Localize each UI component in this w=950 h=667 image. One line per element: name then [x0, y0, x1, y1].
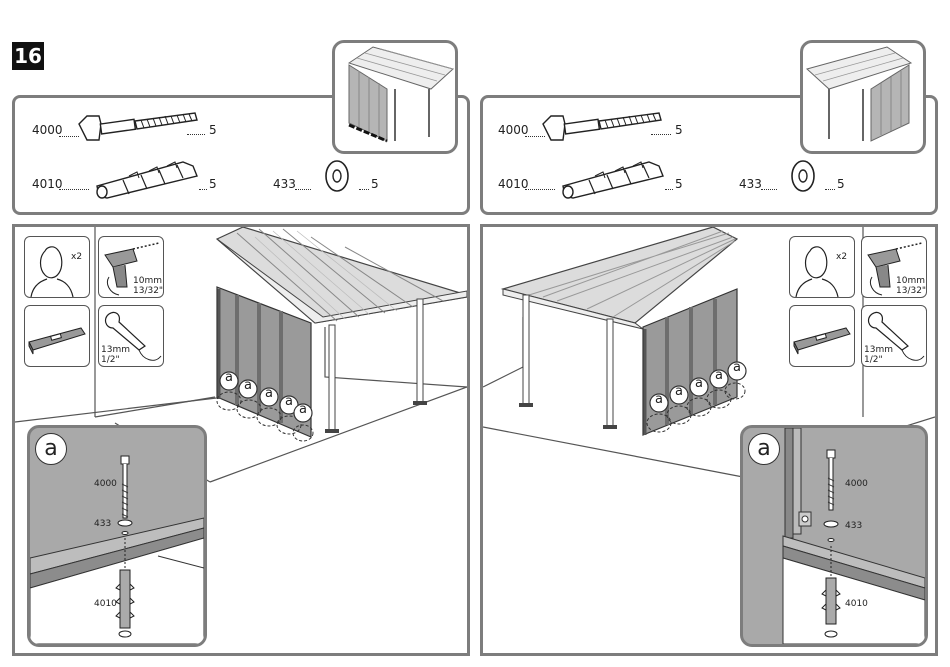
wrench-size-in: 1/2" — [101, 356, 120, 365]
leader-dots — [199, 189, 207, 190]
detail-anchor-code: 4010 — [845, 600, 868, 609]
anchor-code-label: 4010 — [498, 178, 529, 190]
level-tool-box — [789, 305, 855, 367]
two-person-icon — [25, 237, 89, 297]
anchor-qty: 5 — [209, 178, 217, 190]
detail-washer-code: 433 — [845, 522, 862, 531]
leader-dots — [665, 189, 673, 190]
two-person-tool-box: x2 — [789, 236, 855, 298]
washer-code-label: 433 — [273, 178, 296, 190]
leader-dots — [651, 134, 671, 135]
detail-washer-code: 433 — [94, 520, 111, 529]
drill-tool-box: 10mm 13/32" — [98, 236, 164, 298]
bolt-qty: 5 — [209, 124, 217, 136]
callout-letter: a — [225, 372, 233, 384]
detail-bolt-code: 4000 — [845, 480, 868, 489]
bolt-code-label: 4000 — [32, 124, 63, 136]
leader-dots — [59, 136, 79, 137]
detail-anchor-code: 4010 — [94, 600, 117, 609]
wrench-size-mm: 13mm — [101, 346, 130, 355]
level-tool-box — [24, 305, 90, 367]
callout-letter: a — [675, 386, 683, 398]
leader-dots — [295, 189, 311, 190]
level-icon — [790, 306, 854, 366]
persons-count: x2 — [836, 253, 847, 262]
washer-qty: 5 — [371, 178, 379, 190]
callout-badge: a — [35, 433, 67, 465]
anchor-icon — [559, 156, 665, 200]
drill-size-mm: 10mm — [896, 277, 925, 286]
drill-size-in: 13/32" — [896, 287, 926, 296]
wrench-tool-box: 13mm 1/2" — [861, 305, 927, 367]
callout-letter: a — [733, 362, 741, 374]
two-person-icon — [790, 237, 854, 297]
anchor-code-label: 4010 — [32, 178, 63, 190]
installation-scene-left: a a a a a x2 10mm 13/32" 13mm — [12, 224, 470, 656]
two-person-tool-box: x2 — [24, 236, 90, 298]
detail-inset-left: a 4000 433 4010 — [27, 425, 207, 647]
callout-letter: a — [695, 378, 703, 390]
bolt-icon — [541, 112, 663, 148]
pergola-thumbnail-right — [800, 40, 926, 154]
callout-badge-letter: a — [757, 438, 770, 460]
bolt-qty: 5 — [675, 124, 683, 136]
drill-size-mm: 10mm — [133, 277, 162, 286]
persons-count: x2 — [71, 253, 82, 262]
callout-letter: a — [265, 388, 273, 400]
callout-badge: a — [748, 433, 780, 465]
callout-letter: a — [715, 370, 723, 382]
leader-dots — [359, 189, 369, 190]
level-icon — [25, 306, 89, 366]
drill-tool-box: 10mm 13/32" — [861, 236, 927, 298]
pergola-thumbnail-left — [332, 40, 458, 154]
leader-dots — [525, 189, 555, 190]
washer-qty: 5 — [837, 178, 845, 190]
step-number: 16 — [12, 42, 44, 70]
installation-scene-right: a a a a a x2 10mm 13/32" 13mm — [480, 224, 938, 656]
leader-dots — [825, 189, 835, 190]
washer-icon — [785, 158, 821, 194]
bolt-icon — [77, 112, 199, 148]
detail-inset-right: a 4000 433 4010 — [740, 425, 928, 647]
leader-dots — [187, 134, 205, 135]
leader-dots — [59, 189, 89, 190]
callout-letter: a — [244, 380, 252, 392]
detail-bolt-code: 4000 — [94, 480, 117, 489]
washer-icon — [319, 158, 355, 194]
callout-letter: a — [285, 396, 293, 408]
anchor-icon — [93, 156, 199, 200]
anchor-qty: 5 — [675, 178, 683, 190]
wrench-size-in: 1/2" — [864, 356, 883, 365]
bolt-code-label: 4000 — [498, 124, 529, 136]
drill-size-in: 13/32" — [133, 287, 163, 296]
leader-dots — [761, 189, 777, 190]
callout-badge-letter: a — [44, 438, 57, 460]
callout-letter: a — [299, 404, 307, 416]
callout-letter: a — [655, 394, 663, 406]
washer-code-label: 433 — [739, 178, 762, 190]
wrench-size-mm: 13mm — [864, 346, 893, 355]
wrench-tool-box: 13mm 1/2" — [98, 305, 164, 367]
